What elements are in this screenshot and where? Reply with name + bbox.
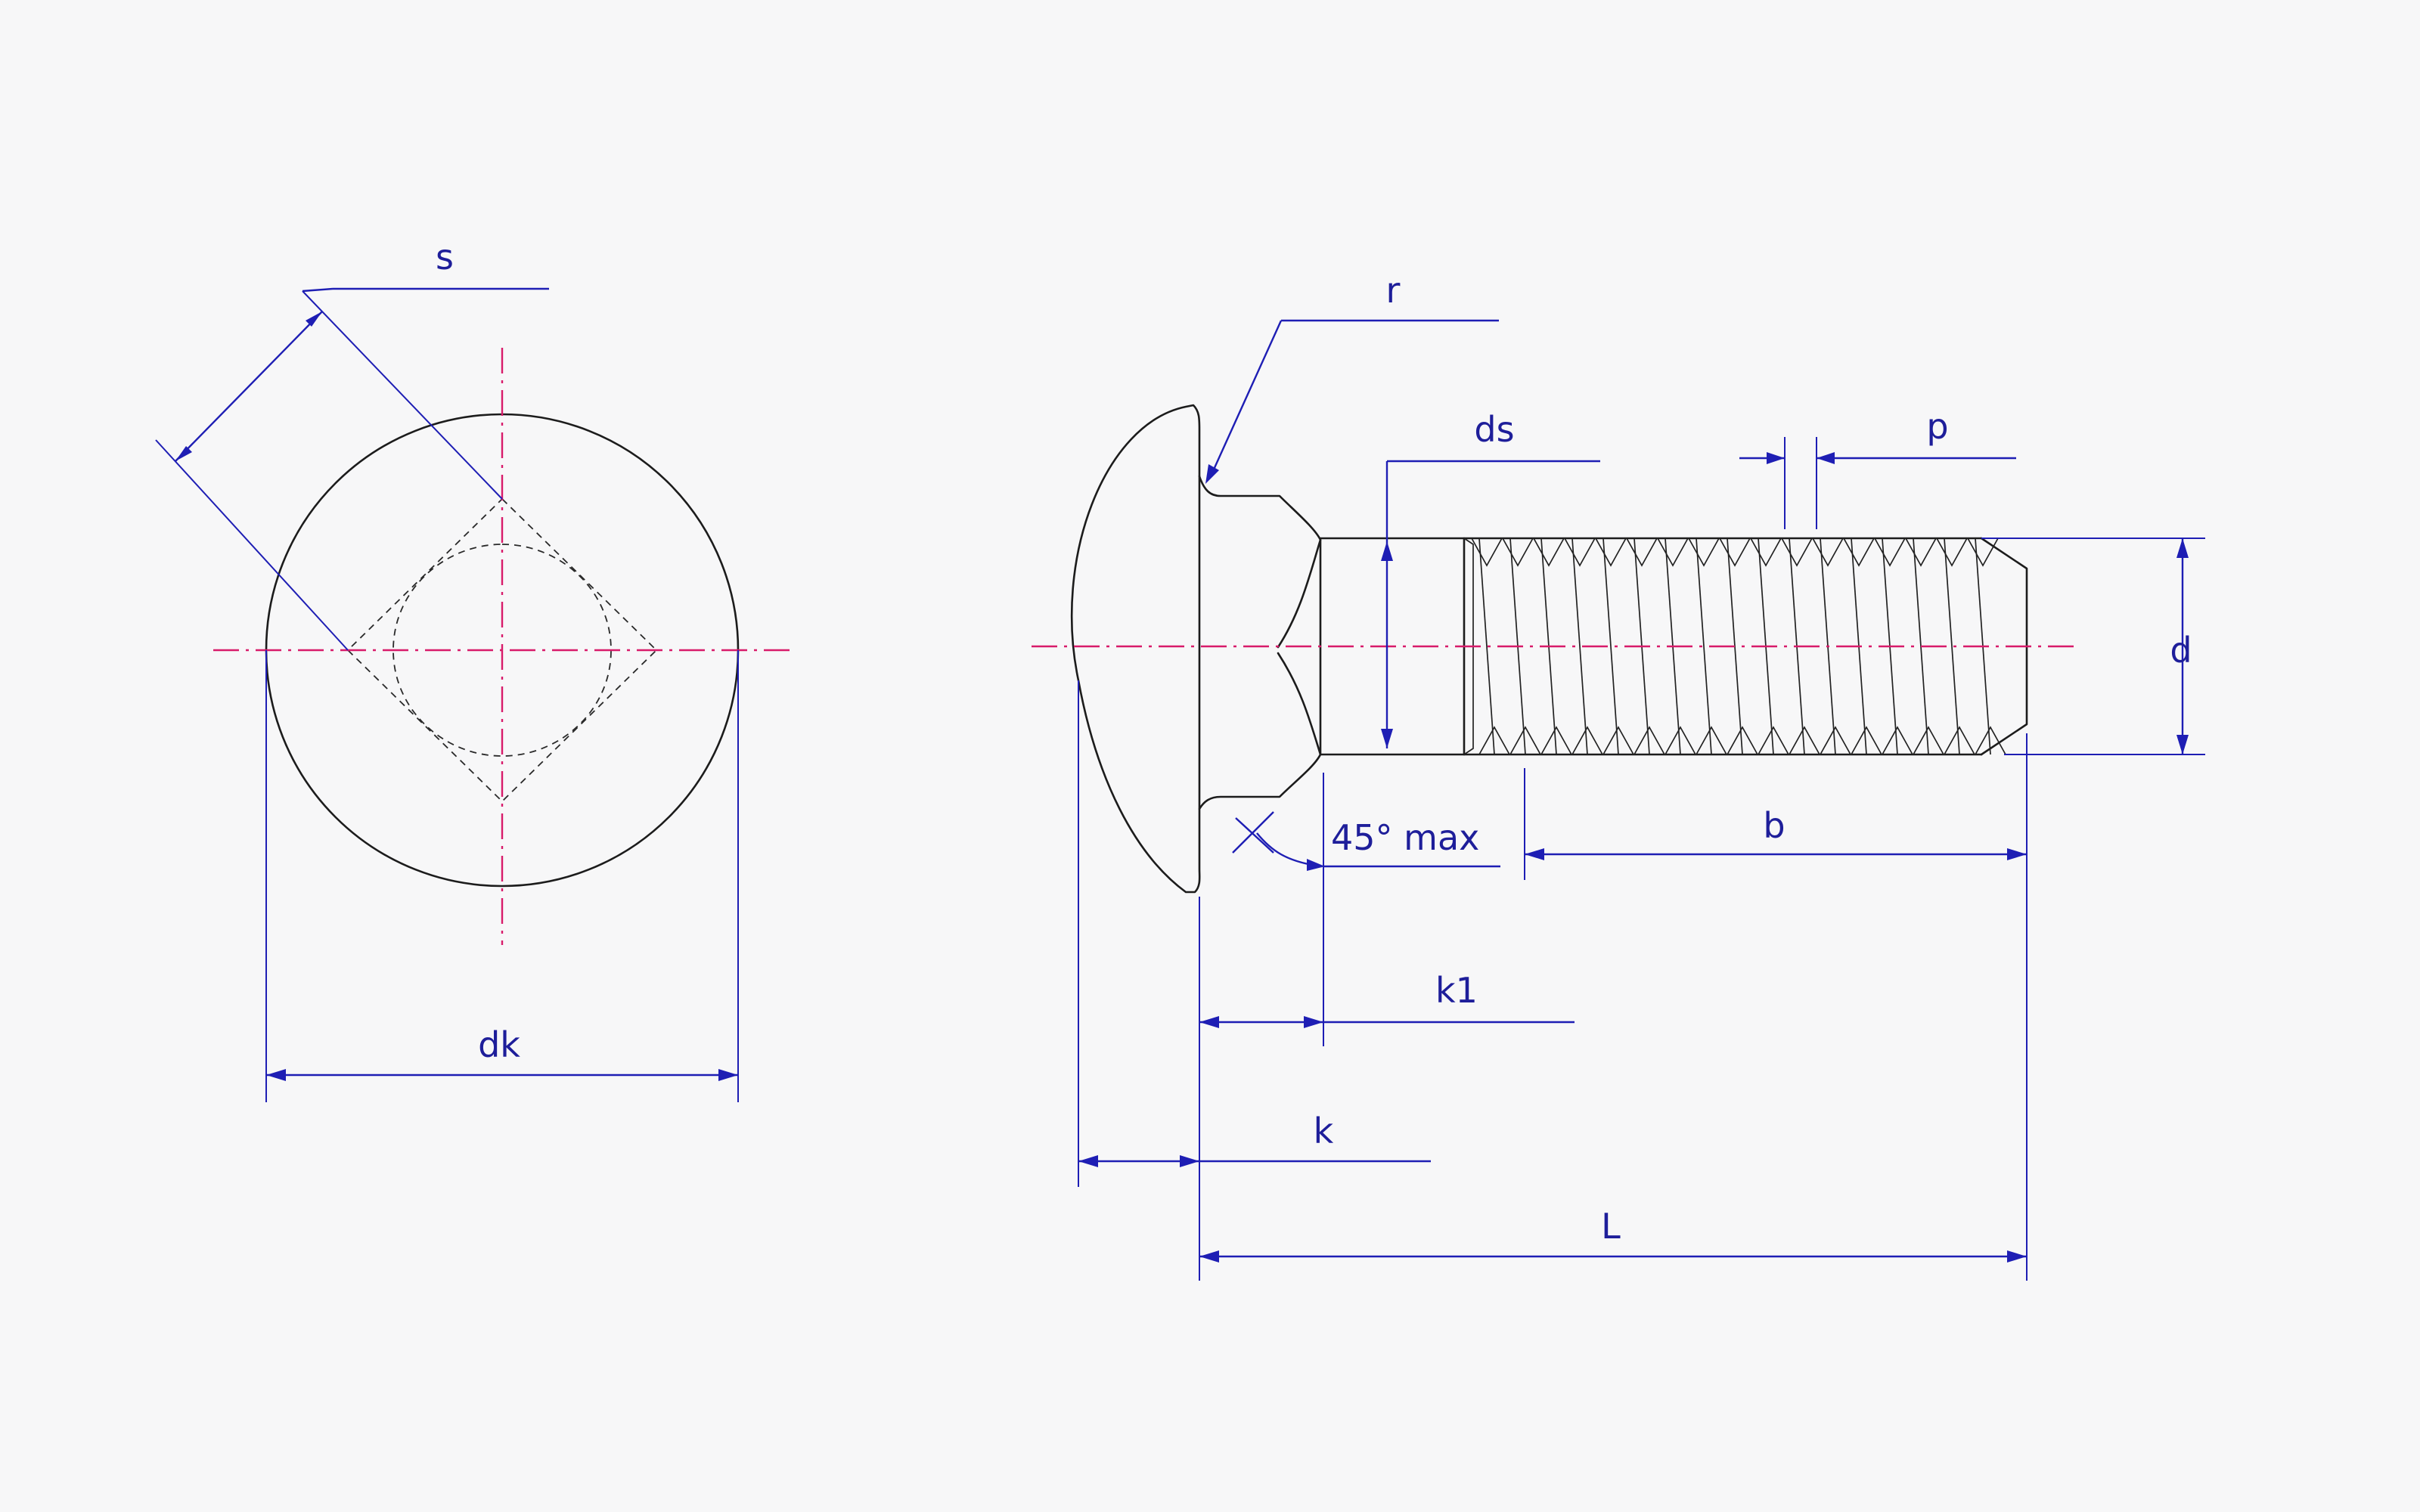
thread-tooth-top	[1502, 538, 1534, 567]
dimension-d: d	[1981, 538, 2205, 755]
dimension-k1: k1	[1199, 897, 1575, 1281]
dimension-r: r	[1205, 270, 1499, 484]
label-dk: dk	[478, 1024, 520, 1065]
label-d: d	[2170, 630, 2192, 671]
thread-crest-line	[1602, 538, 1619, 755]
thread-tooth-top	[1936, 538, 1968, 567]
dimension-L: L	[1199, 1206, 2027, 1263]
domed-head-outline	[1070, 404, 1201, 894]
thread-tooth-bottom	[1540, 726, 1572, 755]
thread-crest-line	[1944, 538, 1960, 755]
thread-crest-line	[1696, 538, 1712, 755]
thread-tooth-bottom	[1602, 726, 1634, 755]
thread-region	[1463, 537, 2028, 756]
thread-tooth-bottom	[1509, 726, 1541, 755]
thread-crest-line	[1571, 538, 1588, 755]
label-ds: ds	[1474, 409, 1514, 450]
thread-tooth-bottom	[1975, 726, 2006, 755]
thread-tooth-top	[1626, 538, 1658, 567]
thread-tooth-top	[1905, 538, 1937, 567]
thread-tooth-bottom	[1696, 726, 1727, 755]
thread-tooth-bottom	[1478, 726, 1510, 755]
thread-tooth-top	[1874, 538, 1906, 567]
label-r: r	[1386, 270, 1401, 311]
thread-tooth-bottom	[1820, 726, 1851, 755]
dimension-angle: 45° max	[1232, 773, 1500, 1046]
thread-tooth-top	[1781, 538, 1813, 567]
thread-tooth-top	[1471, 538, 1503, 567]
thread-tooth-bottom	[1634, 726, 1665, 755]
thread-tooth-top	[1564, 538, 1596, 567]
thread-tooth-bottom	[1789, 726, 1820, 755]
neck-upper-outline	[1198, 475, 1322, 649]
dimension-ds: ds	[1381, 409, 1600, 748]
thread-tooth-top	[1812, 538, 1844, 567]
side-view: r ds p d	[1032, 270, 2205, 1281]
neck-lower-outline	[1198, 652, 1322, 810]
rounded-square-hidden-outline	[392, 544, 612, 757]
thread-tooth-bottom	[1882, 726, 1913, 755]
thread-tooth-bottom	[1727, 726, 1758, 755]
thread-tooth-bottom	[1944, 726, 1975, 755]
thread-tooth-top	[1843, 538, 1875, 567]
thread-tooth-bottom	[1851, 726, 1882, 755]
dimension-k: k	[1078, 680, 1431, 1187]
thread-tooth-top	[1533, 538, 1565, 567]
label-L: L	[1601, 1206, 1621, 1247]
thread-tooth-top	[1595, 538, 1627, 567]
thread-tooth-bottom	[1758, 726, 1789, 755]
thread-tooth-bottom	[1913, 726, 1944, 755]
thread-tooth-top	[1688, 538, 1720, 567]
dimension-b: b	[1524, 733, 2028, 1281]
thread-tooth-top	[1657, 538, 1689, 567]
label-p: p	[1926, 406, 1948, 447]
thread-tooth-bottom	[1571, 726, 1603, 755]
dimension-dk: dk	[265, 650, 739, 1102]
dimension-s: s	[155, 237, 549, 651]
label-b: b	[1763, 805, 1785, 846]
label-k: k	[1314, 1111, 1334, 1151]
label-s: s	[436, 237, 454, 277]
square-neck-hidden-outline	[346, 497, 658, 803]
dimension-p: p	[1739, 406, 2016, 529]
thread-crest-line	[1478, 538, 1495, 755]
thread-tooth-top	[1750, 538, 1782, 567]
thread-tooth-bottom	[1665, 726, 1696, 755]
thread-tooth-top	[1719, 538, 1751, 567]
label-k1: k1	[1435, 970, 1478, 1011]
end-view: s dk	[155, 237, 796, 1102]
thread-teeth	[1471, 538, 2006, 755]
thread-tooth-top	[1967, 538, 1999, 567]
label-angle: 45° max	[1331, 817, 1479, 858]
